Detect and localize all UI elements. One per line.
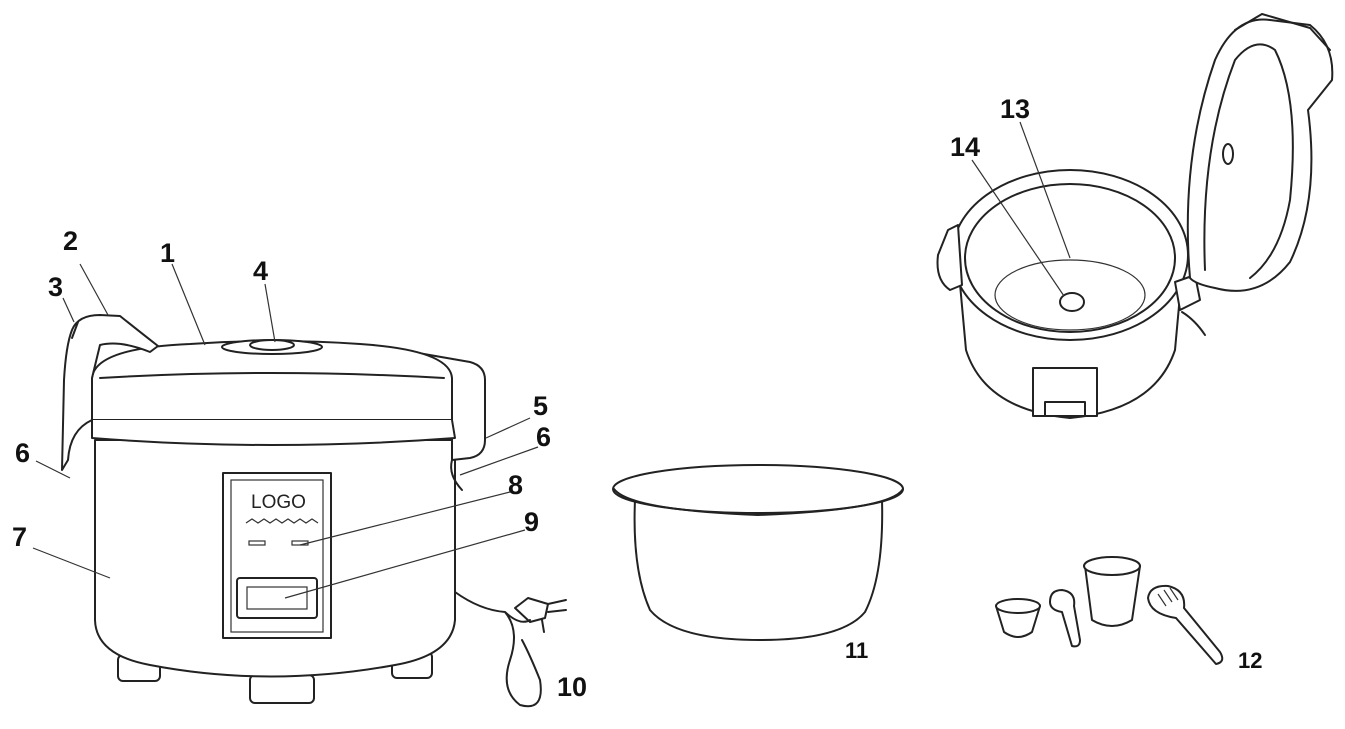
soup-spoon <box>1049 589 1081 648</box>
rice-cooker-open-view <box>936 13 1334 419</box>
open-lid <box>1186 18 1334 292</box>
measuring-cup-small <box>995 605 1041 638</box>
callout-labels: 1 2 3 4 5 6 6 7 8 9 10 11 12 13 14 <box>12 94 1262 702</box>
rice-spatula <box>1147 584 1224 665</box>
callout-5: 5 <box>533 391 548 421</box>
measuring-cup <box>1084 565 1141 627</box>
temperature-sensor <box>1059 292 1085 312</box>
cook-switch <box>236 577 318 619</box>
callout-8: 8 <box>508 470 523 500</box>
rice-cooker-front-view: LOGO <box>61 314 567 708</box>
callout-7: 7 <box>12 522 27 552</box>
cooker-foot-center <box>249 674 315 704</box>
callout-6-left: 6 <box>15 438 30 468</box>
callout-9: 9 <box>524 507 539 537</box>
inner-pot <box>612 464 904 641</box>
callout-13: 13 <box>1000 94 1030 124</box>
cooker-side-handle <box>371 344 486 461</box>
callout-1: 1 <box>160 238 175 268</box>
callout-6-right: 6 <box>536 422 551 452</box>
callout-3: 3 <box>48 272 63 302</box>
lid-handle <box>61 314 159 471</box>
callout-12: 12 <box>1238 648 1262 673</box>
callout-10: 10 <box>557 672 587 702</box>
callout-14: 14 <box>950 132 980 162</box>
power-cord <box>454 591 542 708</box>
callout-4: 4 <box>253 256 268 286</box>
heating-plate <box>994 259 1146 331</box>
panel-logo: LOGO <box>251 492 306 513</box>
warm-indicator-light <box>248 540 266 546</box>
callout-11: 11 <box>845 638 868 663</box>
accessories <box>995 556 1224 665</box>
callout-2: 2 <box>63 226 78 256</box>
callout-leader-lines <box>32 263 539 599</box>
